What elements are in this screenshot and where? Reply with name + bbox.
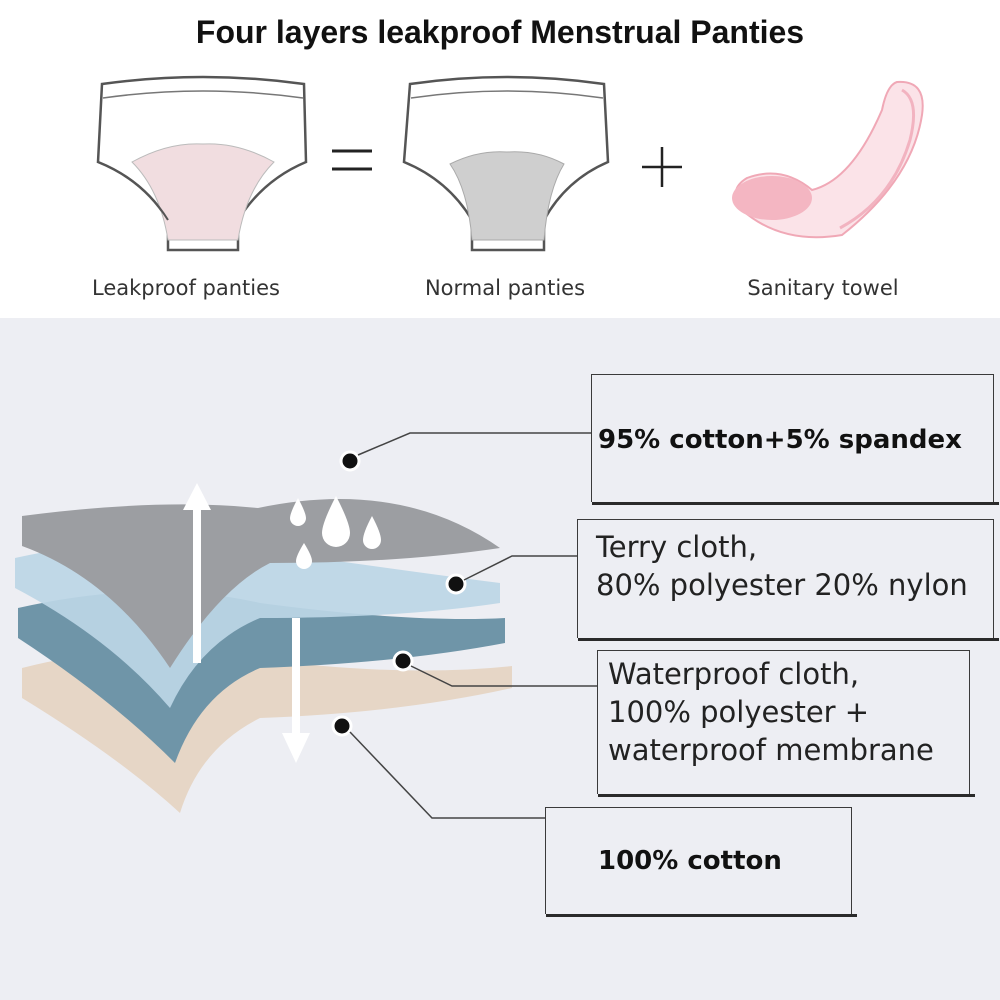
caption-leakproof-panties: Leakproof panties (92, 276, 280, 300)
equals-icon (332, 149, 372, 171)
label-waterproof-layer: Waterproof cloth, 100% polyester + water… (608, 657, 934, 767)
layer-markers (331, 450, 467, 737)
label-top-layer: 95% cotton+5% spandex (598, 425, 962, 455)
comparison-panel: Four layers leakproof Menstrual Panties … (0, 0, 1000, 318)
fabric-layers-diagram (15, 432, 598, 819)
plus-icon (642, 147, 682, 187)
label-cotton-layer: 100% cotton (598, 846, 782, 876)
normal-panties-icon (402, 75, 610, 252)
up-arrow-icon (183, 483, 211, 510)
sanitary-towel-icon (732, 80, 924, 239)
leader-lines (349, 432, 598, 819)
label-box-cotton-layer: 100% cotton (545, 807, 857, 917)
down-arrow-icon (282, 733, 310, 763)
leakproof-panties-icon (96, 75, 308, 252)
label-box-waterproof-layer: Waterproof cloth, 100% polyester + water… (597, 650, 975, 797)
caption-normal-panties: Normal panties (424, 276, 586, 300)
label-box-terry-layer: Terry cloth, 80% polyester 20% nylon (577, 519, 999, 641)
label-box-top-layer: 95% cotton+5% spandex (591, 374, 999, 505)
page-title: Four layers leakproof Menstrual Panties (195, 14, 805, 50)
caption-sanitary-towel: Sanitary towel (747, 276, 899, 300)
label-terry-layer: Terry cloth, 80% polyester 20% nylon (596, 530, 968, 602)
water-droplets-icon (290, 496, 381, 569)
